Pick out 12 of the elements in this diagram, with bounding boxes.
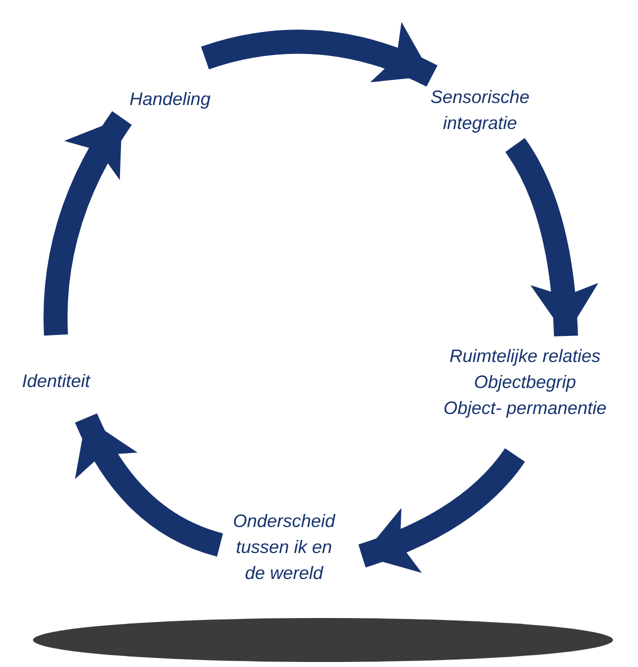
curved-arrow — [44, 111, 132, 336]
step-label: Ruimtelijke relaties — [449, 345, 601, 368]
step-label: Object- permanentie — [443, 397, 607, 420]
curved-arrow — [75, 413, 224, 556]
curved-arrow — [201, 22, 438, 87]
curved-arrow — [505, 138, 598, 337]
step-label: Sensorische integratie — [429, 86, 531, 135]
step-label: Objectbegrip — [474, 371, 576, 394]
step-label: Onderscheid tussen ik en de wereld — [232, 510, 336, 585]
step-label: Identiteit — [22, 370, 90, 393]
step-label: Handeling — [129, 88, 211, 111]
curved-arrow — [358, 448, 525, 572]
